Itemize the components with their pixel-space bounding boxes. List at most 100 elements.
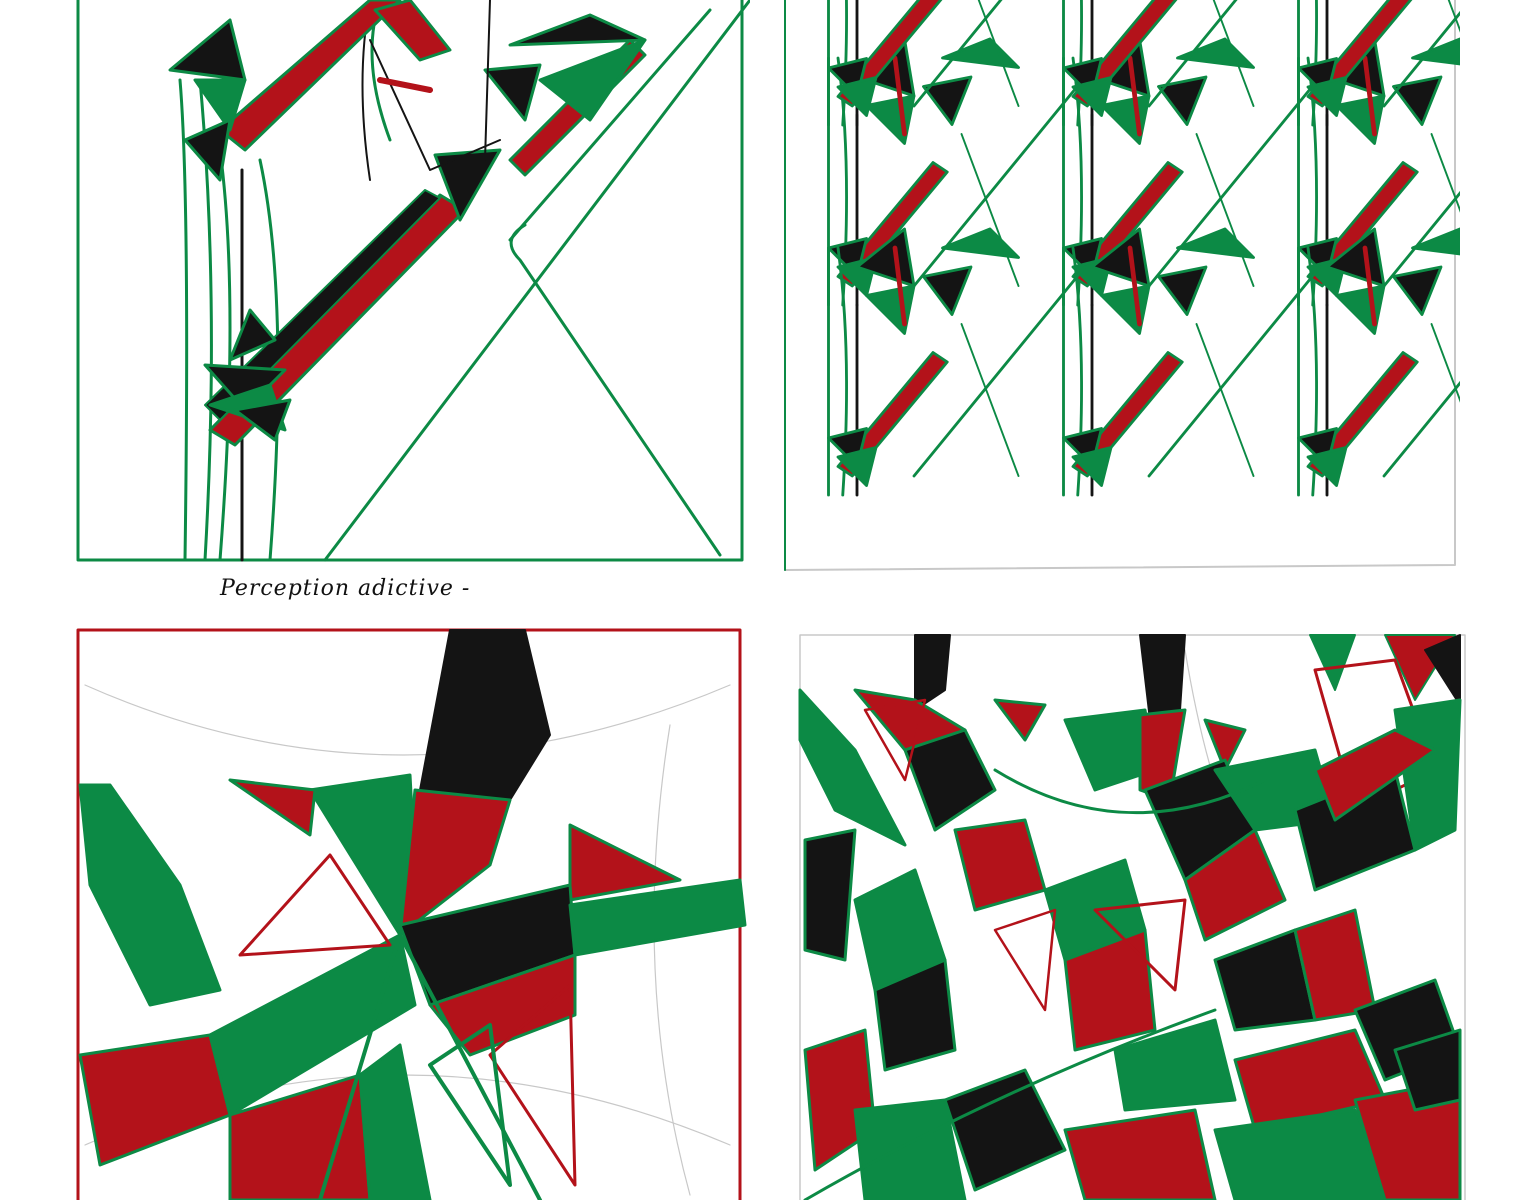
diagonal-line (1147, 75, 1322, 288)
chevron-line (1430, 323, 1460, 403)
red-band (373, 0, 452, 62)
green-triangle (1306, 446, 1348, 487)
black-shape (419, 629, 551, 801)
black-triangle (183, 118, 232, 182)
diagonal-line (1382, 190, 1460, 288)
frame-border (76, 0, 744, 562)
pencil-guide (653, 724, 691, 1196)
red-shape (953, 818, 1047, 912)
green-triangle (941, 37, 1020, 69)
green-triangle (1100, 94, 1151, 145)
green-shape (78, 783, 222, 1007)
vertical-line (218, 148, 232, 562)
red-band (218, 0, 402, 152)
red-band (1306, 161, 1419, 288)
repeated-motif (1297, 227, 1460, 497)
drawing-top-left-svg (76, 0, 750, 562)
green-shape (1113, 1018, 1237, 1112)
green-band (568, 878, 747, 957)
black-triangle (433, 148, 502, 222)
black-shape (1139, 634, 1186, 721)
red-shape (78, 1033, 232, 1167)
repeated-motif (1062, 0, 1255, 127)
red-tick (1362, 245, 1377, 327)
green-shape (358, 1043, 432, 1200)
black-triangle (922, 265, 973, 316)
black-shape (943, 1068, 1067, 1192)
red-band (1313, 728, 1437, 822)
red-band (1071, 351, 1184, 478)
diagonal-line (912, 265, 1087, 478)
green-triangle (193, 78, 247, 132)
red-tick (892, 245, 907, 327)
drawing-bottom-right-svg (798, 634, 1466, 1200)
drawing-caption: Perception adictive - (220, 576, 471, 601)
green-triangle (865, 284, 916, 335)
black-triangle (1392, 265, 1443, 316)
black-triangle (1392, 75, 1443, 126)
diagonal-line (912, 0, 1003, 108)
green-line (993, 768, 1267, 815)
red-band (1306, 351, 1419, 478)
black-triangle (228, 308, 277, 362)
black-triangle (1157, 75, 1208, 126)
green-shape (308, 773, 417, 937)
green-line (803, 1008, 1217, 1200)
green-triangle (1335, 94, 1386, 145)
diagonal-line (912, 75, 1087, 288)
chevron-line (960, 323, 1020, 477)
black-shape (803, 828, 857, 962)
green-shape (798, 688, 907, 847)
green-triangle (1335, 284, 1386, 335)
green-triangle (941, 227, 1020, 259)
red-triangle (228, 778, 317, 837)
diagonal-line (1382, 10, 1460, 108)
repeated-motif (827, 227, 1087, 497)
green-triangle (1176, 227, 1255, 259)
green-line (318, 933, 402, 1200)
red-outline-triangle (993, 908, 1057, 1012)
green-triangle (1071, 76, 1113, 117)
red-tick (892, 55, 907, 137)
vertical-line (258, 158, 280, 562)
red-tick (377, 77, 433, 93)
red-outline-triangle (238, 853, 392, 957)
green-triangle (1100, 284, 1151, 335)
green-triangle (836, 76, 878, 117)
green-band (1213, 1108, 1397, 1200)
outline-line (484, 0, 491, 161)
red-outline-triangle (488, 983, 577, 1187)
red-band (1183, 828, 1287, 942)
repeated-motif (1062, 227, 1322, 497)
green-band (208, 933, 417, 1117)
drawing-panel-bottom-right (795, 630, 1470, 1200)
diagonal-line (1147, 265, 1322, 478)
black-shape (914, 634, 951, 711)
drawing-top-right-svg (784, 0, 1460, 571)
black-triangle (508, 13, 647, 47)
black-triangle (168, 18, 247, 82)
chevron-line (1195, 323, 1255, 477)
green-line (398, 933, 542, 1200)
chevron-line (509, 223, 722, 557)
black-shape (1393, 1028, 1462, 1112)
chevron-line (1212, 0, 1255, 107)
red-band (1071, 161, 1184, 288)
red-outline-triangle (863, 698, 927, 782)
repeated-motif (827, 0, 1020, 127)
black-shape (903, 728, 997, 832)
green-triangle (1071, 446, 1113, 487)
red-shape (1063, 928, 1157, 1052)
red-tick (1362, 55, 1377, 137)
diagonal-line (508, 8, 712, 242)
chevron-line (1195, 133, 1255, 287)
diagonal-line (323, 0, 750, 562)
black-shape (873, 958, 957, 1072)
red-outline-triangle (1093, 898, 1187, 992)
black-triangle (233, 398, 292, 442)
diagonal-line (1147, 0, 1238, 108)
red-tick (1127, 245, 1142, 327)
green-triangle (1411, 227, 1460, 256)
black-triangle (1157, 265, 1208, 316)
diagonal-line (1382, 380, 1460, 478)
